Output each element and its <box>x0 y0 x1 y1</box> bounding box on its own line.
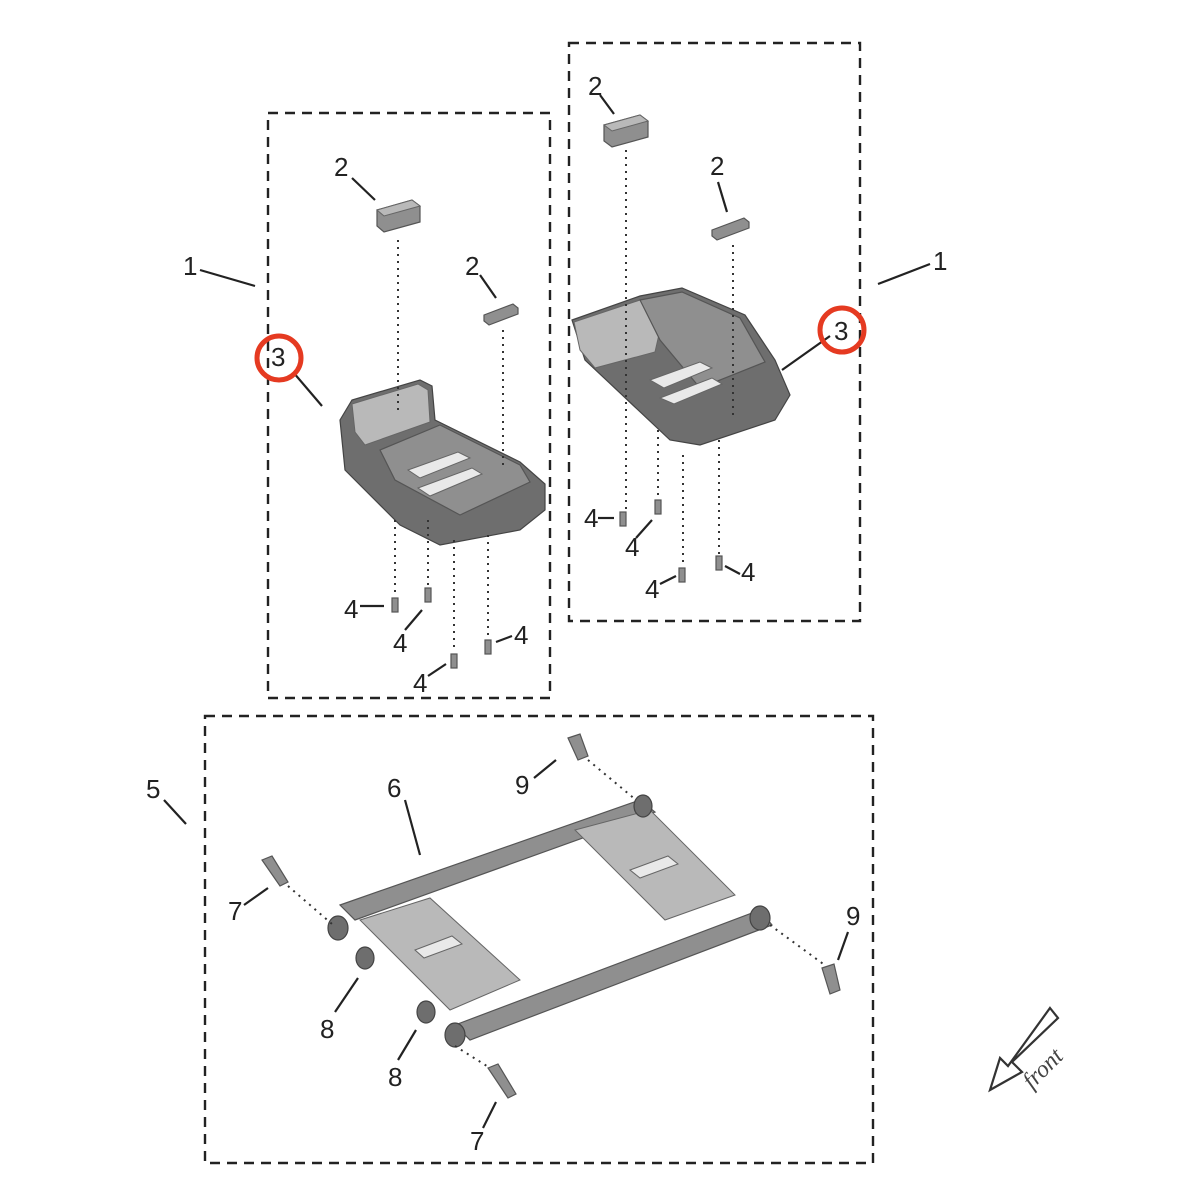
callout-frame: 6 <box>387 773 401 803</box>
callout-left-pad-top: 2 <box>334 152 348 182</box>
callout-bolt-right-top: 9 <box>515 770 529 800</box>
callout-right-group: 1 <box>933 246 947 276</box>
leader-right-screw-c <box>659 575 677 585</box>
callout-left-screw-a: 4 <box>344 594 358 624</box>
leader-right-group <box>877 262 931 286</box>
callout-left-pad-side: 2 <box>465 251 479 281</box>
callout-right-pad-top: 2 <box>588 71 602 101</box>
callout-left-bracket: 3 <box>271 342 285 372</box>
right-screws <box>619 499 723 583</box>
leader-washer-left <box>334 977 359 1013</box>
leader-bolt-right-side <box>836 931 850 961</box>
leader-washer-bottom <box>397 1029 417 1061</box>
left-bracket <box>339 379 546 546</box>
callout-right-bracket: 3 <box>834 316 848 346</box>
leader-left-pad-top <box>351 177 376 201</box>
left-screws <box>391 587 492 669</box>
frame-left-plate <box>359 897 521 1011</box>
leader-right-pad-top <box>599 94 615 115</box>
callout-right-screw-b: 4 <box>625 532 639 562</box>
leader-frame <box>403 799 422 856</box>
washer-8-left <box>355 946 375 970</box>
callout-right-screw-d: 4 <box>741 557 755 587</box>
leader-right-pad-side <box>716 181 729 213</box>
bolt-9-right <box>821 963 841 995</box>
left-assembly-box <box>266 111 552 700</box>
leader-left-screw-d <box>495 634 513 644</box>
leader-right-screw-b <box>635 519 653 539</box>
frame-dots-2 <box>454 1045 491 1069</box>
right-assembly <box>571 94 931 585</box>
bolt-9-top <box>567 733 589 761</box>
callout-left-screw-c: 4 <box>413 668 427 698</box>
highlight-right-bracket <box>817 305 867 355</box>
callout-left-screw-b: 4 <box>393 628 407 658</box>
callout-right-screw-c: 4 <box>645 574 659 604</box>
right-bracket <box>571 287 791 446</box>
frame-dots-1 <box>287 885 333 925</box>
frame-assembly <box>163 733 850 1129</box>
highlight-left-bracket <box>254 333 304 383</box>
callout-washer-bottom: 8 <box>388 1062 402 1092</box>
leader-left-screw-b <box>404 609 423 631</box>
leader-left-pad-side <box>479 274 497 299</box>
left-pad-side <box>483 303 519 326</box>
left-pad-top <box>375 199 422 233</box>
leader-frame-group <box>163 799 187 825</box>
leader-bolt-right-top <box>533 759 557 779</box>
leader-bolt-bottom <box>482 1101 497 1129</box>
callout-left-group: 1 <box>183 251 197 281</box>
bolt-7-top <box>261 855 289 887</box>
front-arrow-icon <box>988 1006 1060 1093</box>
callout-bolt-left-top: 7 <box>228 896 242 926</box>
left-assembly <box>199 177 546 677</box>
callout-bolt-bottom: 7 <box>470 1126 484 1156</box>
callout-washer-left: 8 <box>320 1014 334 1044</box>
frame-dots-3 <box>587 759 637 801</box>
callout-frame-group: 5 <box>146 774 160 804</box>
callout-right-screw-a: 4 <box>584 503 598 533</box>
front-arrow: front <box>988 1006 1070 1094</box>
frame-dots-4 <box>769 924 827 967</box>
right-pad-side <box>711 217 750 241</box>
callout-right-pad-side: 2 <box>710 151 724 181</box>
callout-bolt-right-side: 9 <box>846 901 860 931</box>
leader-right-screw-d <box>724 565 741 575</box>
leader-left-bracket <box>292 371 323 407</box>
leader-left-screw-c <box>427 663 447 677</box>
leader-bolt-left-top <box>243 887 269 906</box>
bolt-7-bottom <box>487 1063 517 1099</box>
leader-left-group <box>199 268 256 288</box>
right-pad-top <box>602 114 650 148</box>
callout-left-screw-d: 4 <box>514 620 528 650</box>
frame-assembly-box <box>203 714 875 1165</box>
right-assembly-box <box>567 41 862 623</box>
washer-8-bottom <box>416 1000 436 1024</box>
